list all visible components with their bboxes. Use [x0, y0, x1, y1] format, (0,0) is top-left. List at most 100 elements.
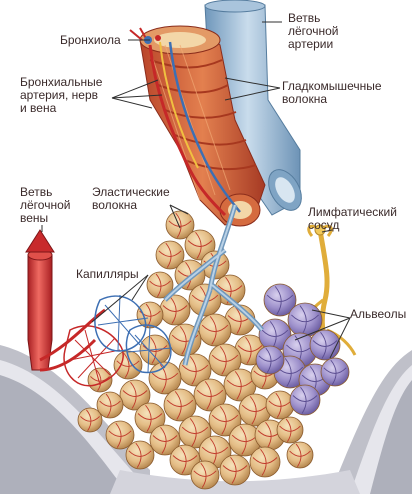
alveolus-fiber	[211, 406, 239, 435]
label-line: артерии	[288, 37, 334, 51]
alveolus-fiber	[187, 231, 213, 259]
alveolus-fiber	[196, 381, 224, 410]
label-line: Альвеолы	[350, 307, 407, 321]
label-pulmonary-artery-branch: Ветвь лёгочной артерии	[288, 12, 338, 51]
alveolus-fiber	[128, 442, 152, 468]
pulmonary-artery	[204, 0, 302, 216]
label-line: лёгочной	[288, 24, 339, 38]
label-alveoli: Альвеолы	[350, 308, 406, 321]
bronchial-vessels	[129, 27, 241, 217]
alveolus	[219, 454, 251, 486]
alveolus	[146, 271, 174, 299]
label-smooth-muscle: Гладкомышечные волокна	[282, 80, 382, 106]
alveolus-fiber	[241, 396, 269, 425]
alveolus	[165, 210, 195, 240]
alveolus	[208, 343, 242, 377]
alveolus-fiber	[171, 326, 199, 355]
alveolus-fiber	[116, 352, 140, 378]
alveolus	[125, 440, 155, 470]
alveolus	[208, 403, 242, 437]
label-line: Бронхиальные	[20, 75, 103, 89]
alveolus-fiber	[149, 273, 171, 297]
label-line: волокна	[282, 92, 328, 106]
label-lymph-vessel: Лимфатический сосуд	[308, 206, 397, 232]
pleura-layers	[0, 345, 412, 494]
alveolus	[96, 391, 124, 419]
alveolus-purple	[320, 357, 350, 387]
alveolus-purple	[309, 329, 341, 361]
alveolus-fiber	[151, 364, 179, 393]
alveolus-fiber	[252, 448, 278, 476]
label-capillaries: Капилляры	[76, 268, 139, 281]
label-line: Ветвь	[288, 11, 321, 25]
alveolus-fiber	[142, 336, 168, 364]
alveolus-fiber	[137, 404, 163, 432]
alveolus	[155, 240, 185, 270]
alveolus-fiber	[279, 418, 301, 442]
label-line: Бронхиола	[60, 33, 121, 47]
alveolus	[265, 390, 295, 420]
alveolus-fiber	[201, 316, 229, 345]
label-line: сосуд	[308, 218, 340, 232]
alveolus-fiber	[292, 386, 318, 414]
alveolus-purple	[255, 345, 285, 375]
capillary-network	[63, 294, 173, 387]
alveolus	[178, 415, 212, 449]
alveolus	[148, 361, 182, 395]
alveolus-purple	[289, 384, 321, 416]
alveolus	[286, 441, 314, 469]
label-line: лёгочной	[20, 198, 71, 212]
alveolus	[276, 416, 304, 444]
label-bronchial-vessels: Бронхиальные артерия, нерв и вена	[20, 76, 102, 115]
alveolus-fiber	[211, 346, 239, 375]
alveolus-fiber	[152, 426, 178, 454]
label-line: волокна	[92, 198, 138, 212]
alveolus	[119, 379, 151, 411]
alveolus-fiber	[266, 286, 294, 315]
arteriole-branches	[163, 204, 264, 366]
label-line: и вена	[20, 101, 57, 115]
alveolus	[193, 378, 227, 412]
alveolus-fiber	[168, 212, 192, 238]
leader-lines	[41, 21, 351, 359]
alveolus	[105, 420, 135, 450]
alveolus-fiber	[122, 381, 148, 409]
alveolus-fiber	[162, 296, 188, 324]
alveolus	[184, 229, 216, 261]
alveolus	[190, 460, 220, 490]
label-line: Эластические	[92, 185, 170, 199]
alveolus	[77, 407, 103, 433]
alveolus-fiber	[323, 359, 347, 385]
alveolus-fiber	[172, 446, 198, 474]
alveoli-cluster	[77, 210, 350, 490]
alveolus-fiber	[181, 356, 209, 385]
alveolus-fiber	[90, 369, 110, 392]
alveolus-fiber	[158, 242, 182, 268]
alveolus	[163, 388, 197, 422]
alveolus	[198, 313, 232, 347]
label-line: Лимфатический	[308, 205, 397, 219]
alveolus-fiber	[99, 393, 121, 417]
alveolus-fiber	[237, 336, 263, 364]
alveolus-fiber	[193, 462, 217, 488]
alveolus	[134, 402, 166, 434]
alveolus-fiber	[291, 305, 319, 336]
alveolus-fiber	[312, 331, 338, 359]
pulmonary-vein	[25, 229, 106, 372]
alveolus	[113, 350, 143, 380]
alveolus-fiber	[289, 443, 311, 467]
label-line: Ветвь	[20, 185, 53, 199]
label-line: вены	[20, 211, 49, 225]
alveolus	[149, 424, 181, 456]
label-line: артерия, нерв	[20, 88, 99, 102]
label-line: Гладкомышечные	[282, 79, 382, 93]
alveolus	[136, 301, 164, 329]
label-elastic-fibers: Эластические волокна	[92, 186, 170, 212]
alveolus-fiber	[222, 456, 248, 484]
label-pulmonary-vein-branch: Ветвь лёгочной вены	[20, 186, 70, 225]
alveolus-purple	[263, 283, 297, 317]
alveolus-fiber	[108, 422, 132, 448]
alveolus	[169, 444, 201, 476]
